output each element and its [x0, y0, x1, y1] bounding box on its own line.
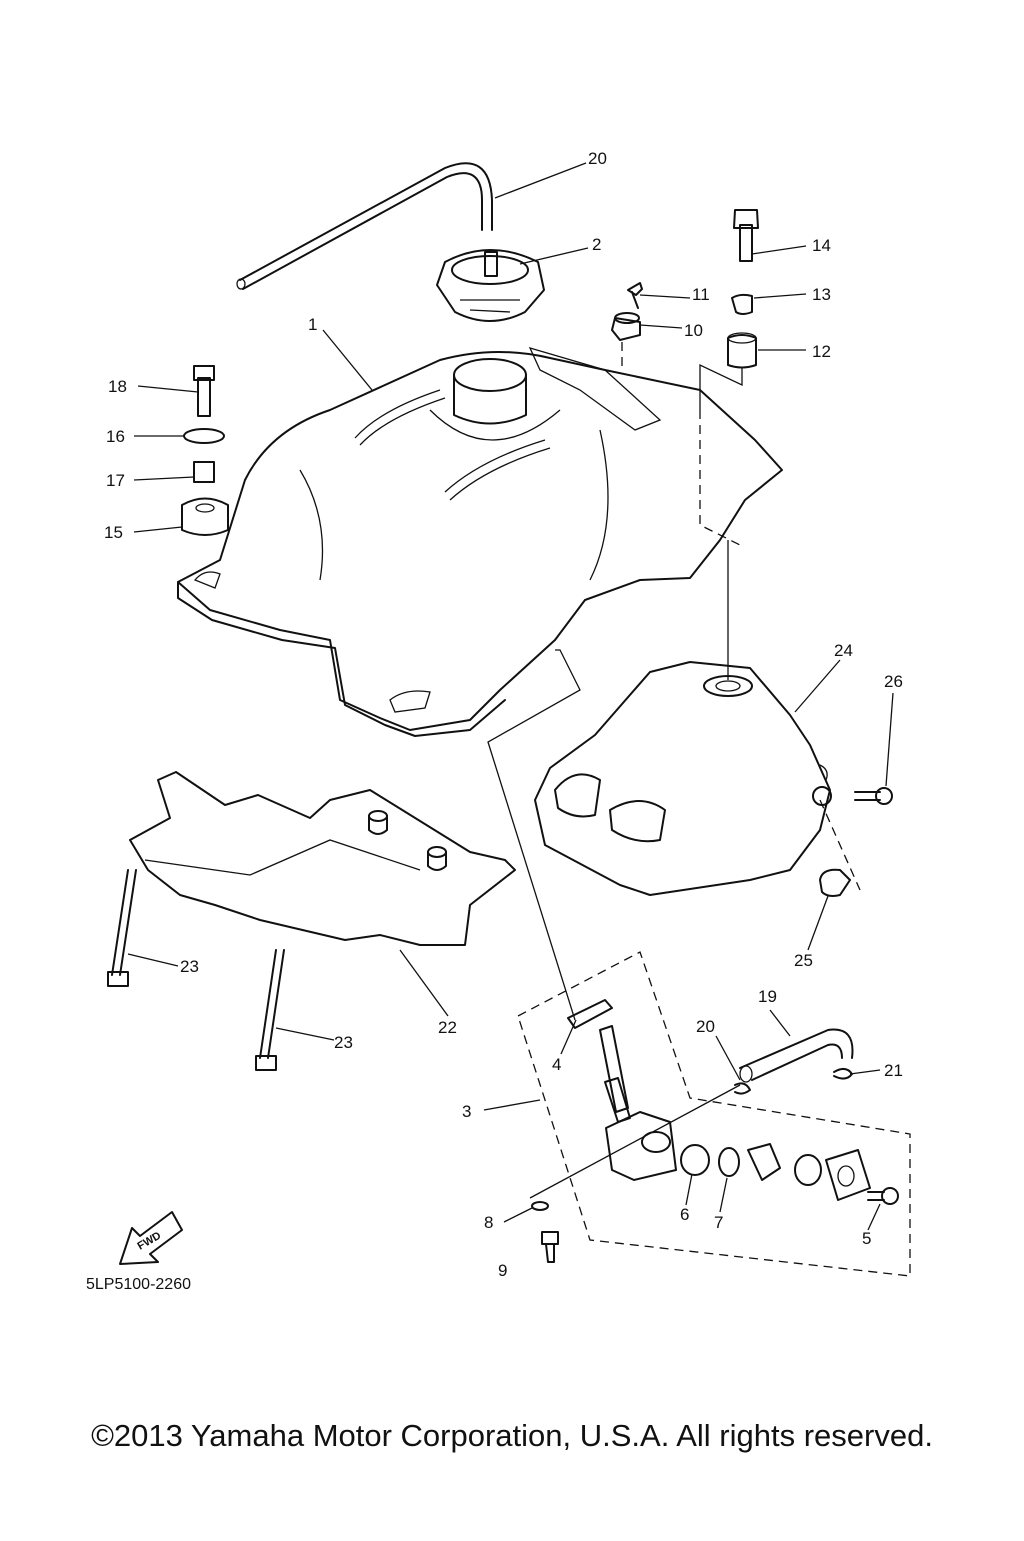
screw-and-clip	[812, 786, 893, 897]
callout-label: 21	[884, 1061, 903, 1080]
callout-label: 18	[108, 377, 127, 396]
left-mount	[181, 365, 229, 536]
fuel-hose	[734, 1028, 854, 1095]
callout-label: 12	[812, 342, 831, 361]
callout-label: 24	[834, 641, 853, 660]
callout-label: 10	[684, 321, 703, 340]
callout-label: 15	[104, 523, 123, 542]
callout-label: 13	[812, 285, 831, 304]
callout-label: 1	[308, 315, 317, 334]
callout-label: 7	[714, 1213, 723, 1232]
callout-label: 9	[498, 1261, 507, 1280]
leader-lines	[127, 162, 894, 1231]
callout-label: 26	[884, 672, 903, 691]
fuel-cap	[436, 249, 545, 322]
fuel-tank	[177, 346, 783, 737]
callout-label: 8	[484, 1213, 493, 1232]
callout-label: 14	[812, 236, 831, 255]
vent-hose	[236, 162, 493, 290]
callout-label: 11	[692, 285, 710, 304]
callout-label: 23	[334, 1033, 353, 1052]
callout-label: 4	[552, 1055, 561, 1074]
side-tank	[534, 540, 831, 896]
fwd-arrow: FWD	[119, 1211, 183, 1265]
callout-label: 5	[862, 1229, 871, 1248]
callout-label: 16	[106, 427, 125, 446]
fwd-label: FWD	[136, 1230, 164, 1253]
copyright-notice: ©2013 Yamaha Motor Corporation, U.S.A. A…	[91, 1418, 933, 1453]
callout-label: 6	[680, 1205, 689, 1224]
callout-label: 20	[696, 1017, 715, 1036]
callout-label: 23	[180, 957, 199, 976]
bolt-collar-damper	[699, 209, 759, 546]
callout-label: 20	[588, 149, 607, 168]
skid-plate	[129, 771, 516, 946]
cable-ties	[107, 869, 285, 1071]
damper-and-screw	[611, 282, 643, 372]
callout-label: 19	[758, 987, 777, 1006]
callout-label: 22	[438, 1018, 457, 1037]
drawing-code: 5LP5100-2260	[86, 1276, 191, 1293]
callout-label: 3	[462, 1102, 471, 1121]
fuel-cock-assembly	[487, 649, 911, 1277]
callout-label: 25	[794, 951, 813, 970]
callout-label: 2	[592, 235, 601, 254]
callout-label: 17	[106, 471, 125, 490]
callout-labels: 20 2 1 11 10 12 13 14 18 16 17 15 24 26 …	[104, 149, 903, 1280]
